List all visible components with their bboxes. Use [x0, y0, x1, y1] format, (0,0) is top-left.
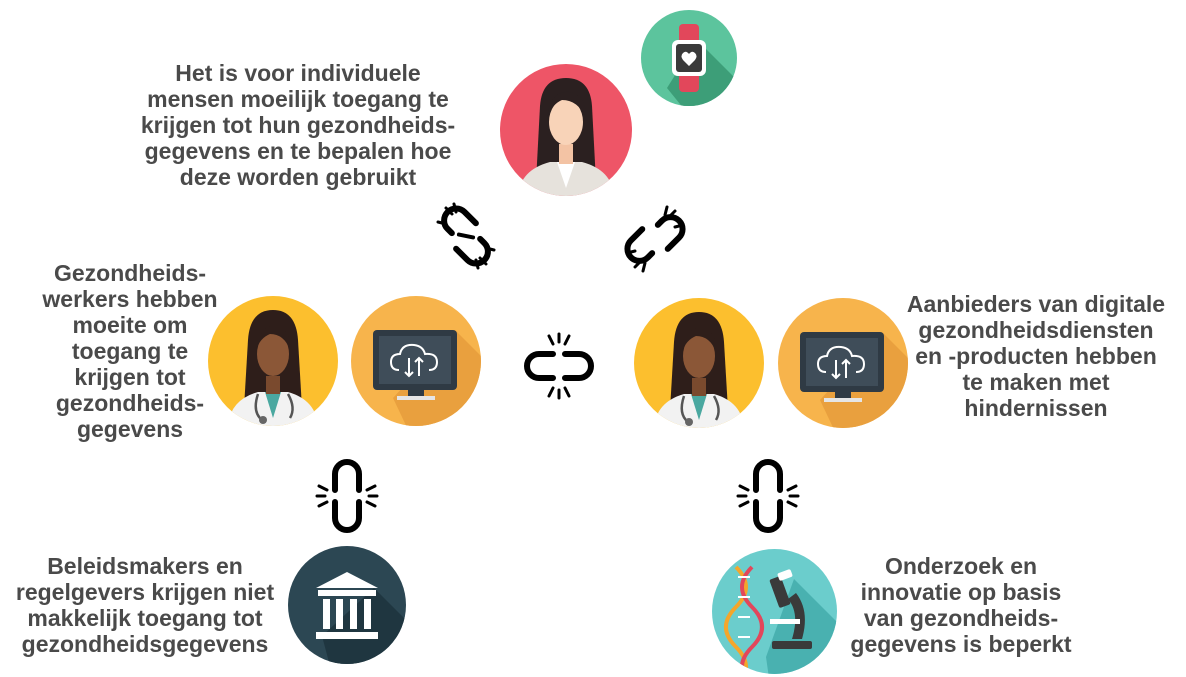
broken-chain-link-icon — [736, 459, 800, 533]
smartwatch-circle — [641, 10, 737, 106]
research-circle — [712, 549, 837, 674]
statement-line: gezondheidsgegevens — [21, 631, 269, 657]
monitor-circle-right — [778, 298, 908, 428]
statement-line: mensen moeilijk toegang te — [147, 86, 449, 112]
broken-link-right — [732, 452, 804, 540]
statement-health-workers: Gezondheids- werkers hebben moeite om to… — [40, 260, 220, 442]
monitor-circle-left — [351, 296, 481, 426]
statement-line: Onderzoek en — [884, 553, 1038, 579]
statement-policy-makers: Beleidsmakers en regelgevers krijgen nie… — [2, 553, 288, 657]
statement-line: gegevens — [76, 416, 184, 442]
statement-line: gezondheids- — [55, 390, 205, 416]
health-worker-circle-left — [208, 296, 338, 426]
statement-line: Het is voor individuele — [175, 60, 421, 86]
statement-line: gegevens is beperkt — [850, 631, 1072, 657]
statement-line: Beleidsmakers en — [47, 553, 243, 579]
statement-line: te maken met — [962, 369, 1110, 395]
statement-line: gezondheidsdiensten — [918, 317, 1154, 343]
statement-line: werkers hebben — [42, 286, 218, 312]
statement-line: deze worden gebruikt — [179, 164, 417, 190]
healthcare-worker-icon — [634, 298, 764, 428]
broken-link-middle — [513, 330, 605, 402]
statement-line: gegevens en te bepalen hoe — [144, 138, 452, 164]
broken-chain-link-icon — [524, 332, 594, 400]
government-building-icon — [288, 546, 406, 664]
statement-line: krijgen tot — [74, 364, 186, 390]
government-circle — [288, 546, 406, 664]
statement-line: krijgen tot hun gezondheids- — [140, 112, 456, 138]
broken-link-top-left — [428, 200, 504, 272]
statement-providers: Aanbieders van digitale gezondheidsdiens… — [898, 291, 1174, 421]
statement-line: Aanbieders van digitale — [906, 291, 1166, 317]
broken-link-top-right — [617, 203, 693, 275]
health-worker-circle-right — [634, 298, 764, 428]
patient-circle — [500, 64, 632, 196]
healthcare-worker-icon — [208, 296, 338, 426]
statement-individuals: Het is voor individuele mensen moeilijk … — [118, 60, 478, 190]
statement-line: makkelijk toegang tot — [27, 605, 263, 631]
broken-chain-link-icon — [624, 205, 686, 273]
statement-line: regelgevers krijgen niet — [15, 579, 275, 605]
statement-line: toegang te — [71, 338, 189, 364]
statement-line: en -producten hebben — [915, 343, 1157, 369]
cloud-sync-monitor-icon — [351, 296, 481, 426]
statement-line: hindernissen — [964, 395, 1108, 421]
broken-link-left — [311, 452, 383, 540]
statement-line: innovatie op basis — [860, 579, 1062, 605]
statement-line: van gezondheids- — [863, 605, 1059, 631]
patient-icon — [500, 64, 632, 196]
statement-line: Gezondheids- — [53, 260, 207, 286]
dna-microscope-icon — [712, 549, 837, 674]
smartwatch-heart-icon — [641, 10, 737, 106]
statement-research: Onderzoek en innovatie op basis van gezo… — [836, 553, 1086, 657]
statement-line: moeite om — [72, 312, 188, 338]
broken-chain-link-icon — [436, 202, 496, 270]
broken-chain-link-icon — [315, 459, 379, 533]
cloud-sync-monitor-icon — [778, 298, 908, 428]
